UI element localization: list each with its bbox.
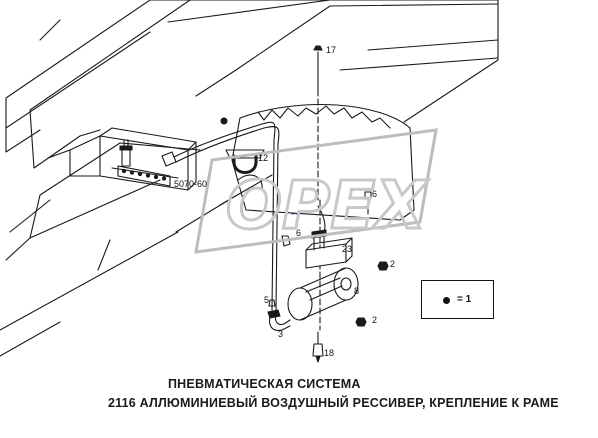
air-line — [161, 117, 280, 311]
distribution-block — [117, 139, 171, 187]
legend-text: = 1 — [457, 294, 472, 305]
legend-box: = 1 — [421, 280, 494, 319]
callout-12: 12 — [258, 153, 269, 163]
callout-18: 18 — [324, 348, 335, 358]
u-bolt-clamp — [225, 149, 265, 191]
callout-2-bottom: 2 — [372, 315, 378, 325]
elbow-fitting — [267, 299, 291, 331]
callout-17: 17 — [326, 45, 337, 55]
callout-3: 3 — [278, 329, 284, 339]
callout-23: 23 — [342, 244, 353, 254]
callout-6-left: 6 — [296, 228, 302, 238]
diagram-title: ПНЕВМАТИЧЕСКАЯ СИСТЕМА — [168, 377, 361, 391]
callout-2-top: 2 — [390, 259, 396, 269]
callout-5070-60: 5070-60 — [174, 179, 208, 189]
diagram-subtitle: 2116 АЛЛЮМИНИЕВЫЙ ВОЗДУШНЫЙ РЕССИВЕР, КР… — [108, 396, 559, 410]
callout-8: 8 — [354, 286, 360, 296]
legend-dot-icon — [443, 297, 450, 304]
cross-member — [47, 127, 197, 191]
air-tank — [287, 267, 359, 321]
callout-6-right: 6 — [372, 189, 378, 199]
tank-shield — [231, 103, 415, 221]
drain-valve — [312, 331, 324, 363]
callout-5: 5 — [264, 295, 270, 305]
opex-logo-shape — [194, 128, 438, 254]
opex-watermark-text: OPEX — [226, 167, 429, 244]
frame-rail — [0, 0, 499, 357]
nuts-2 — [355, 261, 389, 327]
